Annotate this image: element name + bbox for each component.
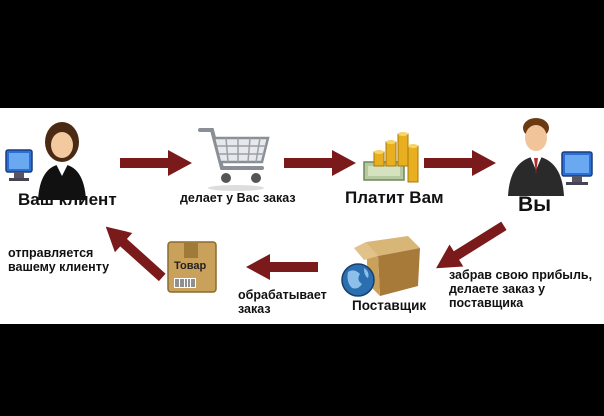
you-to-supplier-label: забрав свою прибыль, делаете заказ у пос… — [449, 268, 593, 310]
you-label: Вы — [518, 193, 552, 216]
money-stack-icon — [363, 128, 422, 188]
goods-box-text: Товар — [174, 260, 207, 272]
supplier-label: Поставщик — [352, 298, 427, 313]
arrow-supplier-to-goods — [246, 254, 318, 280]
arrow-pay-to-you — [424, 150, 496, 176]
client-label: Ваш клиент — [18, 190, 117, 209]
shopping-cart-icon — [196, 120, 274, 192]
pay-label: Платит Вам — [345, 188, 444, 207]
cart-label: делает у Вас заказ — [180, 191, 296, 205]
arrow-goods-to-client — [96, 224, 172, 282]
arrow-you-to-supplier — [430, 221, 510, 272]
man-at-computer-icon — [500, 112, 600, 196]
box-with-globe-icon — [338, 232, 422, 302]
flow-diagram: Ваш клиент делает у Вас заказ — [0, 108, 604, 324]
ship-label: отправляется вашему клиенту — [8, 246, 110, 274]
woman-at-computer-icon — [4, 114, 100, 200]
goods-box-icon — [166, 238, 218, 296]
arrow-cart-to-pay — [284, 150, 356, 176]
goods-label: обрабатывает заказ — [238, 288, 327, 316]
arrow-client-to-cart — [120, 150, 192, 176]
